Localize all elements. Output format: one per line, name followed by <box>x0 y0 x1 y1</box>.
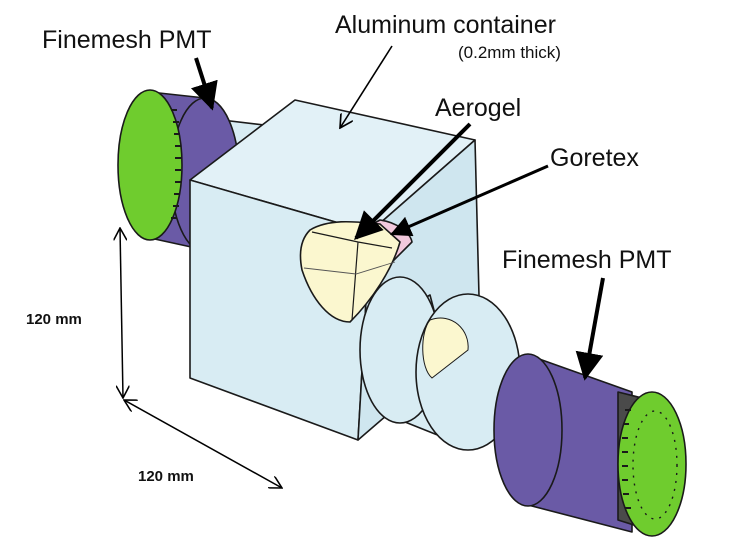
right-pmt <box>493 353 687 537</box>
right-pmt-window <box>617 391 687 537</box>
leader-container <box>340 45 393 128</box>
leader-aerogel <box>354 122 472 240</box>
left-pmt-window <box>117 89 183 241</box>
right-pmt-ticks <box>622 409 631 509</box>
label-aerogel: Aerogel <box>435 94 521 122</box>
right-pmt-rear <box>493 353 563 507</box>
label-container-note: (0.2mm thick) <box>458 43 561 62</box>
leader-pmt-left <box>190 57 218 111</box>
right-tube-aerogel <box>422 317 469 379</box>
height-dimension-arrow <box>120 228 123 398</box>
label-pmt-right: Finemesh PMT <box>502 246 671 274</box>
aerogel-edges <box>311 231 393 321</box>
label-depth-dimension: 120 mm <box>138 468 194 485</box>
label-goretex: Goretex <box>550 144 639 172</box>
left-pmt-ticks <box>171 109 181 219</box>
depth-dimension-arrow <box>124 400 282 488</box>
leader-pmt-right <box>575 277 605 381</box>
right-pmt-dotted-ring <box>632 410 678 520</box>
label-height-dimension: 120 mm <box>26 311 82 328</box>
label-container: Aluminum container <box>335 11 556 39</box>
label-pmt-left: Finemesh PMT <box>42 26 211 54</box>
aerogel-grid <box>303 261 396 275</box>
right-tube <box>359 276 521 451</box>
leader-goretex <box>390 164 549 237</box>
